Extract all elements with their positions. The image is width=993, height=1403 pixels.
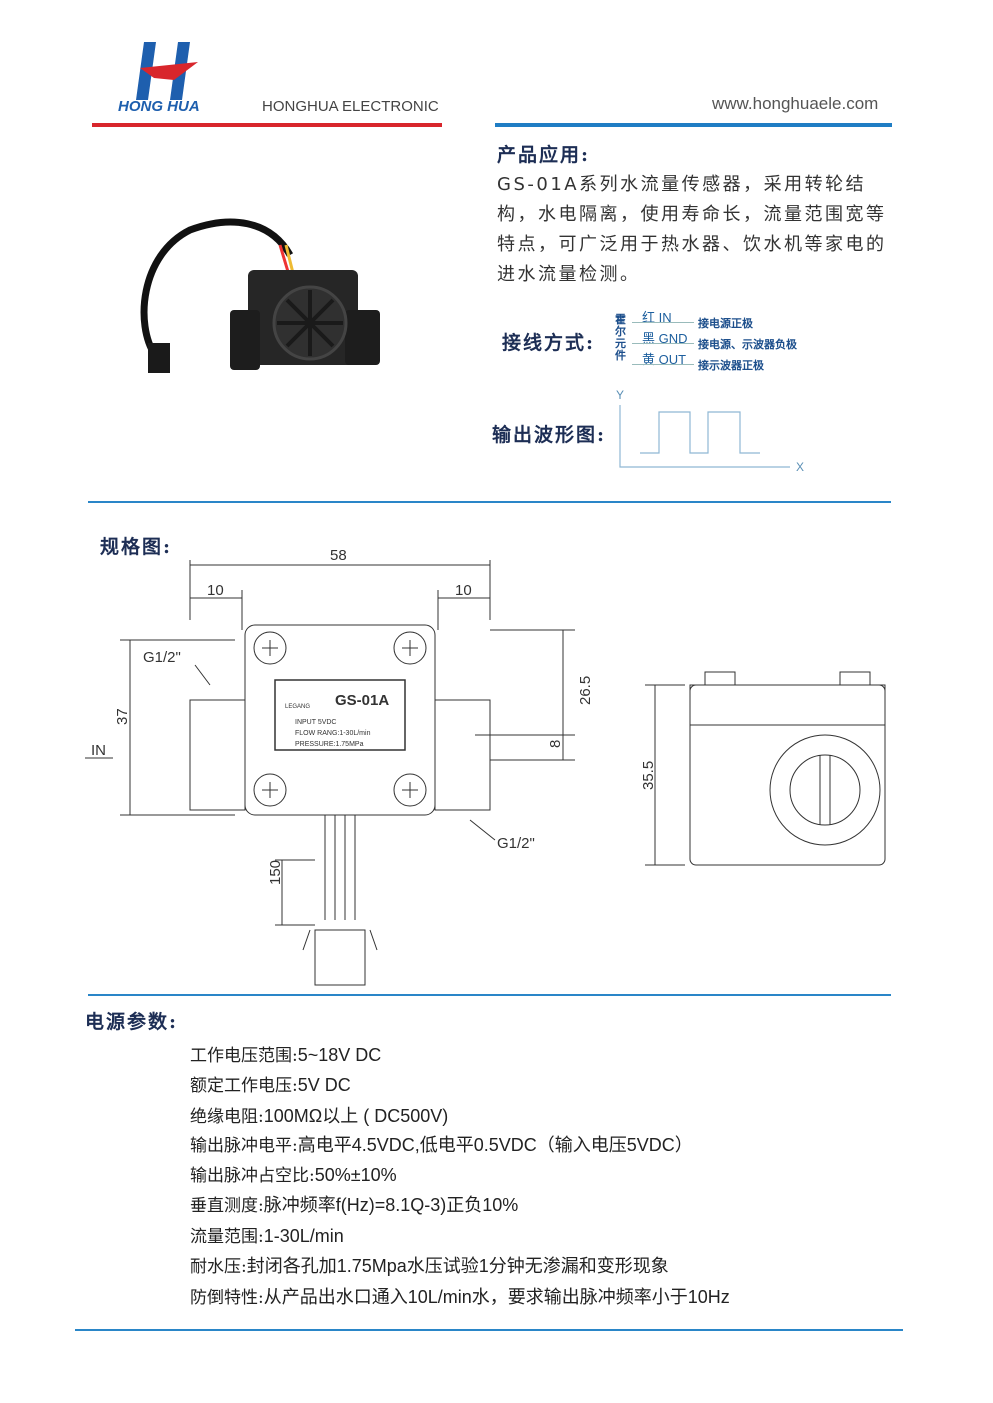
spec-value: 高电平4.5VDC,低电平0.5VDC（输入电压5VDC） [297, 1135, 693, 1155]
dim-height: 37 [114, 708, 131, 725]
spec-row: 流量范围:1-30L/min [190, 1222, 344, 1247]
section-divider [88, 501, 891, 503]
dim-right-port: 10 [455, 582, 472, 599]
spec-value: 脉冲频率f(Hz)=8.1Q-3)正负10% [263, 1195, 519, 1215]
spec-value: 5~18V DC [297, 1045, 382, 1065]
wire-line [632, 343, 694, 344]
application-title: 产品应用: [497, 144, 591, 166]
product-photo [140, 218, 380, 373]
spec-key: 额定工作电压: [190, 1076, 298, 1096]
logo-text: HONG HUA [118, 98, 200, 115]
wiring-title: 接线方式: [502, 332, 596, 354]
dim-cable: 150 [267, 860, 284, 885]
drawing-title: 规格图: [100, 536, 173, 558]
section-divider [88, 994, 891, 996]
spec-key: 垂直测度: [190, 1196, 264, 1216]
power-title: 电源参数: [85, 1011, 179, 1033]
dim-inlet: IN [91, 742, 106, 759]
label-flow: FLOW RANG:1-30L/min [295, 730, 371, 737]
spec-key: 防倒特性: [190, 1288, 264, 1308]
waveform-y-label: Y [616, 388, 624, 402]
spec-row: 绝缘电阻:100MΩ以上 ( DC500V) [190, 1102, 448, 1128]
wire-red-desc: 接电源正极 [698, 317, 753, 330]
application-text: GS-01A系列水流量传感器，采用转轮结构，水电隔离，使用寿命长，流量范围宽等特… [497, 174, 887, 285]
spec-value: 从产品出水口通入10L/min水，要求输出脉冲频率小于10Hz [263, 1287, 730, 1307]
label-input: INPUT 5VDC [295, 719, 337, 726]
dim-total-width: 58 [330, 547, 347, 564]
spec-row: 输出脉冲电平:高电平4.5VDC,低电平0.5VDC（输入电压5VDC） [190, 1131, 693, 1157]
spec-key: 输出脉冲电平: [190, 1136, 298, 1156]
dimension-drawing: 58 10 10 37 26.5 8 150 35.5 G1/2" G1/2" … [85, 547, 886, 986]
wire-yellow-label: 黄 OUT [642, 352, 687, 367]
dim-offset: 8 [547, 740, 564, 748]
label-model: GS-01A [335, 692, 389, 709]
spec-value: 1-30L/min [263, 1226, 344, 1246]
waveform-x-label: X [796, 460, 804, 474]
wire-black-label: 黑 GND [642, 331, 688, 346]
waveform-title: 输出波形图: [492, 424, 607, 446]
header-divider-blue [495, 123, 892, 127]
waveform-graph: Y X [616, 388, 804, 474]
honghua-logo-icon [136, 42, 198, 100]
spec-row: 防倒特性:从产品出水口通入10L/min水，要求输出脉冲频率小于10Hz [190, 1283, 730, 1309]
label-brand: LEGANG [285, 704, 310, 710]
spec-key: 流量范围: [190, 1227, 264, 1247]
spec-row: 垂直测度:脉冲频率f(Hz)=8.1Q-3)正负10% [190, 1191, 518, 1217]
wire-black-desc: 接电源、示波器负极 [698, 338, 797, 351]
spec-key: 输出脉冲占空比: [190, 1166, 315, 1186]
company-name: HONGHUA ELECTRONIC [262, 98, 439, 115]
spec-key: 工作电压范围: [190, 1046, 298, 1066]
spec-value: 50%±10% [314, 1165, 397, 1185]
spec-key: 耐水压: [190, 1257, 247, 1277]
header-divider-red [92, 123, 442, 127]
spec-row: 耐水压:封闭各孔加1.75Mpa水压试验1分钟无渗漏和变形现象 [190, 1252, 669, 1278]
wire-red-label: 红 IN [642, 310, 672, 325]
wire-yellow-desc: 接示波器正极 [698, 359, 764, 372]
dim-thread-left: G1/2" [143, 649, 181, 666]
spec-value: 5V DC [297, 1075, 351, 1095]
wire-line [632, 322, 694, 323]
dim-thread-right: G1/2" [497, 835, 535, 852]
spec-row: 工作电压范围:5~18V DC [190, 1041, 381, 1066]
hall-element-label: 霍尔元件 [615, 313, 626, 362]
spec-value: 封闭各孔加1.75Mpa水压试验1分钟无渗漏和变形现象 [246, 1256, 669, 1276]
spec-key: 绝缘电阻: [190, 1107, 264, 1127]
spec-value: 100MΩ以上 ( DC500V) [263, 1106, 449, 1126]
label-pressure: PRESSURE:1.75MPa [295, 741, 364, 748]
dim-side-height: 35.5 [640, 761, 657, 790]
dim-upper: 26.5 [577, 676, 594, 705]
spec-row: 输出脉冲占空比:50%±10% [190, 1161, 397, 1186]
footer-divider [75, 1329, 903, 1331]
wire-line [632, 364, 694, 365]
dim-left-port: 10 [207, 582, 224, 599]
spec-row: 额定工作电压:5V DC [190, 1071, 351, 1096]
website: www.honghuaele.com [712, 94, 879, 113]
